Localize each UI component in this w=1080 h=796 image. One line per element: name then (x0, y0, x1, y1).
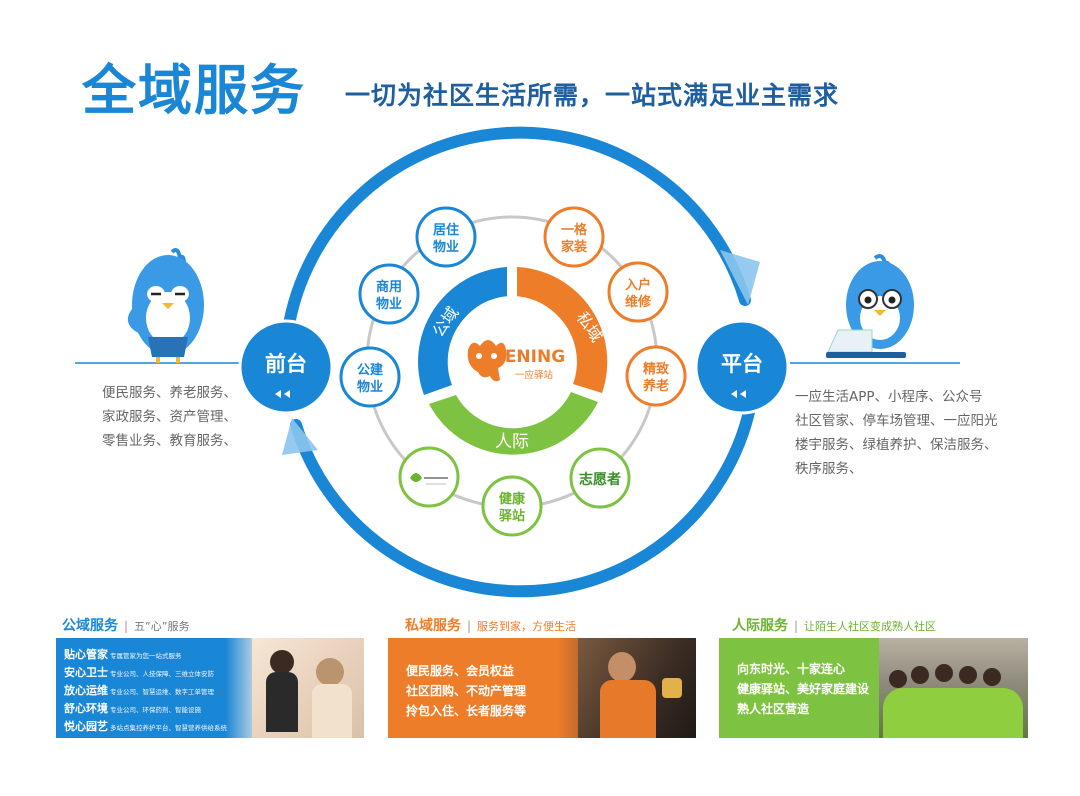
panel-sub-social: 让陌生人社区变成熟人社区 (804, 620, 937, 633)
ening-logo (467, 340, 507, 382)
right-services-list: 一应生活APP、小程序、公众号 社区管家、停车场管理、一应阳光 楼宇服务、绿植养… (795, 385, 1035, 481)
panel-card-social: 向东时光、十家连心 健康驿站、美好家庭建设 熟人社区营造 (719, 638, 1028, 738)
left-services-list: 便民服务、养老服务、 家政服务、资产管理、 零售业务、教育服务、 (102, 381, 282, 453)
bubble-gongjian: 公建 物业 (339, 346, 401, 408)
bubble-zhiyuanzhe: 志愿者 (569, 447, 631, 509)
list-item: 零售业务、教育服务、 (102, 433, 237, 449)
social-service-photo (879, 638, 1028, 738)
panel-title-public: 公域服务 (62, 618, 118, 634)
list-item: 秩序服务、 (795, 461, 863, 477)
top-cycle-arc (282, 126, 751, 336)
svg-text:物业: 物业 (433, 239, 459, 255)
svg-text:一格: 一格 (561, 222, 588, 238)
top-arrow-head (720, 250, 760, 305)
segment-social (429, 392, 598, 455)
public-service-photo (252, 638, 364, 738)
bubble-yiqingyuan-logo (398, 446, 460, 508)
public-item: 放心运维专业公司、智慧运维、数字工单管理 (64, 684, 214, 697)
bottom-arrow-head (282, 418, 318, 455)
hub-left: 前台 (238, 319, 334, 415)
public-item: 悦心园艺多站点集控养护平台、智慧营养供给系统 (64, 720, 227, 733)
bubble-yige: 一格 家装 (543, 206, 605, 268)
svg-text:平台: 平台 (721, 352, 763, 376)
svg-text:家装: 家装 (561, 239, 587, 255)
rewind-icon (275, 390, 290, 398)
panel-title-private: 私域服务 (405, 618, 461, 634)
laptop-icon (827, 329, 873, 353)
svg-text:商用: 商用 (376, 279, 402, 295)
svg-text:驿站: 驿站 (499, 508, 525, 524)
svg-text:居住: 居住 (433, 222, 459, 238)
svg-text:物业: 物业 (357, 379, 383, 395)
logo-text: ENING (505, 347, 565, 367)
public-item: 舒心环境专业公司、环保药剂、智能设施 (64, 702, 201, 715)
bottom-cycle-arc (290, 392, 758, 598)
private-line: 拎包入住、长者服务等 (406, 704, 527, 718)
page-subtitle: 一切为社区生活所需，一站式满足业主需求 (345, 81, 840, 110)
segment-public (418, 267, 507, 395)
hub-right: 平台 (694, 319, 790, 415)
segment-private (517, 267, 608, 393)
panel-title-social: 人际服务 (732, 618, 788, 634)
list-item: 便民服务、养老服务、 (102, 385, 237, 401)
list-item: 一应生活APP、小程序、公众号 (795, 389, 983, 405)
bubble-jiankang: 健康 驿站 (481, 475, 543, 537)
public-item: 贴心管家专属管家为您一站式服务 (64, 648, 182, 661)
panel-sub-public: 五”心”服务 (134, 620, 190, 633)
svg-text:健康: 健康 (499, 491, 526, 507)
private-line: 社区团购、不动产管理 (406, 684, 527, 698)
page-title: 全域服务 (82, 59, 306, 122)
rewind-icon (731, 390, 746, 398)
panel-card-private: 便民服务、会员权益 社区团购、不动产管理 拎包入住、长者服务等 (388, 638, 696, 738)
panel-card-public: 贴心管家专属管家为您一站式服务 安心卫士专业公司、人技保障、三维立体安防 放心运… (56, 638, 364, 738)
social-line: 健康驿站、美好家庭建设 (737, 682, 870, 696)
svg-text:物业: 物业 (376, 296, 402, 312)
list-item: 楼宇服务、绿植养护、保洁服务、 (795, 437, 998, 453)
panel-sub-private: 服务到家，方便生活 (477, 620, 577, 633)
list-item: 社区管家、停车场管理、一应阳光 (795, 413, 998, 429)
svg-text:养老: 养老 (642, 378, 669, 394)
svg-text:入户: 入户 (625, 277, 651, 293)
bubble-jingzhi: 精致 养老 (625, 345, 687, 407)
bubble-juzhu: 居住 物业 (415, 206, 477, 268)
bubble-shangyong: 商用 物业 (358, 263, 420, 325)
leaf-icon (410, 473, 422, 482)
social-line: 向东时光、十家连心 (737, 662, 846, 676)
segment-label-social: 人际 (495, 432, 529, 452)
private-service-photo (578, 638, 696, 738)
list-item: 家政服务、资产管理、 (102, 409, 237, 425)
public-item: 安心卫士专业公司、人技保障、三维立体安防 (64, 666, 214, 679)
svg-text:精致: 精致 (643, 361, 670, 377)
logo-mascot-icon (467, 340, 507, 382)
bird-mascot-left (127, 248, 204, 363)
svg-text:维修: 维修 (625, 294, 652, 310)
social-line: 熟人社区营造 (737, 702, 810, 716)
svg-text:公建: 公建 (357, 362, 383, 378)
logo-subtext: 一应驿站 (515, 369, 554, 381)
panel-header-public: 公域服务|五”心”服务 (62, 618, 190, 634)
private-line: 便民服务、会员权益 (406, 664, 515, 678)
bubble-ruhu: 入户 维修 (607, 261, 669, 323)
panel-header-private: 私域服务|服务到家，方便生活 (405, 618, 577, 634)
bird-mascot-right (826, 254, 914, 358)
svg-text:前台: 前台 (265, 352, 307, 376)
svg-text:志愿者: 志愿者 (579, 471, 621, 488)
center-disc (450, 296, 574, 420)
panel-header-social: 人际服务|让陌生人社区变成熟人社区 (732, 618, 937, 634)
